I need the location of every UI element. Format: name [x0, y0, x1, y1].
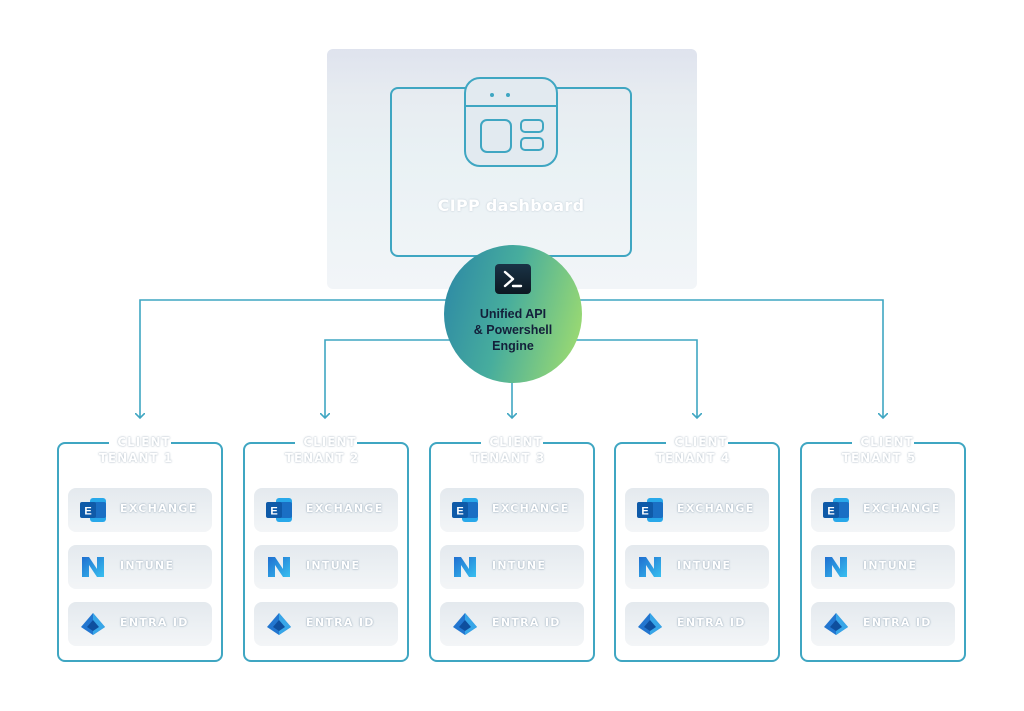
service-label: INTUNE	[120, 559, 175, 572]
tenant-card-5: E EXCHANGE INTUNE ENTRA ID	[800, 442, 966, 662]
service-label: ENTRA ID	[492, 616, 561, 629]
entra-id-icon	[264, 610, 294, 638]
tenant-card-1: E EXCHANGE INTUNE ENTRA ID	[57, 442, 223, 662]
service-intune: INTUNE	[625, 545, 769, 589]
tenant-card-3: E EXCHANGE INTUNE ENTRA ID	[429, 442, 595, 662]
tenant-title-4: CLIENT TENANT 4	[614, 434, 780, 466]
dashboard-label: CIPP dashboard	[437, 196, 585, 215]
service-intune: INTUNE	[254, 545, 398, 589]
exchange-icon: E	[78, 496, 108, 524]
service-label: INTUNE	[863, 559, 918, 572]
service-entra-id: ENTRA ID	[68, 602, 212, 646]
service-label: ENTRA ID	[863, 616, 932, 629]
service-intune: INTUNE	[811, 545, 955, 589]
service-exchange: E EXCHANGE	[625, 488, 769, 532]
svg-text:E: E	[827, 506, 834, 518]
service-exchange: E EXCHANGE	[254, 488, 398, 532]
service-label: EXCHANGE	[120, 502, 198, 515]
intune-icon	[635, 553, 665, 581]
intune-icon	[264, 553, 294, 581]
service-exchange: E EXCHANGE	[811, 488, 955, 532]
entra-id-icon	[78, 610, 108, 638]
exchange-icon: E	[264, 496, 294, 524]
tenant-title-text: CLIENT TENANT 5	[841, 435, 925, 465]
tenant-title-text: CLIENT TENANT 2	[284, 435, 368, 465]
service-label: INTUNE	[306, 559, 361, 572]
connector-tenant-1	[140, 299, 450, 418]
entra-id-icon	[450, 610, 480, 638]
service-label: ENTRA ID	[306, 616, 375, 629]
svg-text:E: E	[270, 506, 277, 518]
tenant-title-2: CLIENT TENANT 2	[243, 434, 409, 466]
service-entra-id: ENTRA ID	[625, 602, 769, 646]
service-entra-id: ENTRA ID	[440, 602, 584, 646]
api-engine-node: Unified API & Powershell Engine	[444, 245, 582, 383]
entra-id-icon	[821, 610, 851, 638]
tenant-title-text: CLIENT TENANT 4	[655, 435, 739, 465]
service-intune: INTUNE	[68, 545, 212, 589]
exchange-icon: E	[821, 496, 851, 524]
tenant-card-4: E EXCHANGE INTUNE ENTRA ID	[614, 442, 780, 662]
tenant-title-text: CLIENT TENANT 1	[98, 435, 182, 465]
connector-tenant-4	[576, 339, 697, 418]
service-entra-id: ENTRA ID	[254, 602, 398, 646]
service-label: EXCHANGE	[306, 502, 384, 515]
service-exchange: E EXCHANGE	[68, 488, 212, 532]
service-label: ENTRA ID	[677, 616, 746, 629]
svg-text:E: E	[456, 506, 463, 518]
service-label: INTUNE	[677, 559, 732, 572]
service-label: EXCHANGE	[677, 502, 755, 515]
tenant-title-3: CLIENT TENANT 3	[429, 434, 595, 466]
service-label: ENTRA ID	[120, 616, 189, 629]
svg-text:E: E	[84, 506, 91, 518]
service-intune: INTUNE	[440, 545, 584, 589]
connector-tenant-5	[576, 299, 883, 418]
tenant-card-2: E EXCHANGE INTUNE ENTRA ID	[243, 442, 409, 662]
powershell-icon	[495, 264, 531, 294]
engine-label: Unified API & Powershell Engine	[473, 307, 553, 353]
dashboard-window-icon	[464, 77, 558, 167]
service-label: INTUNE	[492, 559, 547, 572]
entra-id-icon	[635, 610, 665, 638]
service-entra-id: ENTRA ID	[811, 602, 955, 646]
tenant-title-1: CLIENT TENANT 1	[57, 434, 223, 466]
connector-tenant-2	[325, 339, 450, 418]
exchange-icon: E	[450, 496, 480, 524]
tenant-title-5: CLIENT TENANT 5	[800, 434, 966, 466]
service-label: EXCHANGE	[863, 502, 941, 515]
service-label: EXCHANGE	[492, 502, 570, 515]
intune-icon	[821, 553, 851, 581]
intune-icon	[78, 553, 108, 581]
service-exchange: E EXCHANGE	[440, 488, 584, 532]
exchange-icon: E	[635, 496, 665, 524]
svg-text:E: E	[641, 506, 648, 518]
intune-icon	[450, 553, 480, 581]
tenant-title-text: CLIENT TENANT 3	[470, 435, 554, 465]
